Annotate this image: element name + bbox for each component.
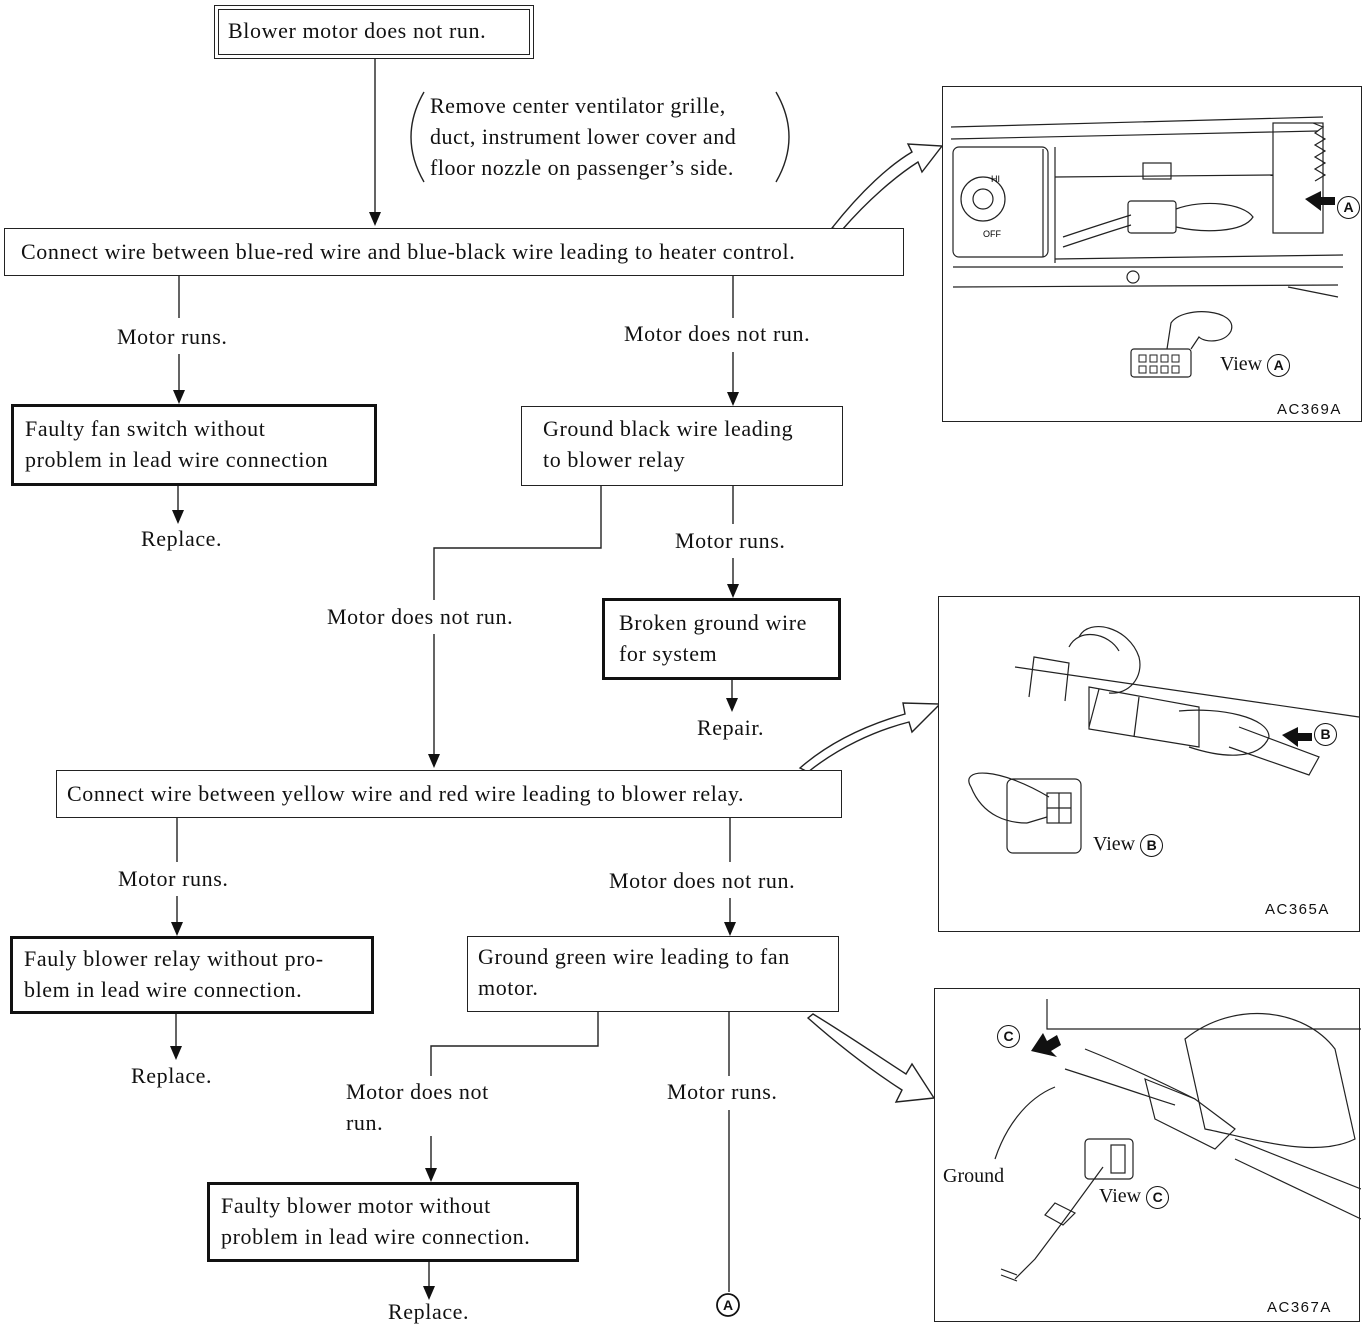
step3-runs-label: Motor runs. xyxy=(118,866,229,891)
step4-not-run-label: Motor does not run. xyxy=(346,1076,489,1138)
replace-label-1: Replace. xyxy=(141,526,223,551)
figure-ac365a: B View B AC365A xyxy=(938,596,1360,932)
ground-wire-line-2: for system xyxy=(619,641,718,666)
pointer-a-letter: A xyxy=(1337,196,1360,219)
fan-switch-line-1: Faulty fan switch without xyxy=(25,416,266,441)
ground-label: Ground xyxy=(943,1165,1005,1187)
step2-box: Ground black wire leading to blower rela… xyxy=(521,406,843,486)
blower-motor-line-1: Faulty blower motor without xyxy=(221,1193,491,1218)
step2-line-1: Ground black wire leading xyxy=(543,416,794,441)
connector-a-label: A xyxy=(722,1297,734,1313)
removal-note: Remove center ventilator grille, duct, i… xyxy=(430,90,736,183)
step4-runs-label: Motor runs. xyxy=(667,1079,778,1104)
blower-relay-result-box: Fauly blower relay without pro- blem in … xyxy=(10,936,374,1014)
ground-wire-line-1: Broken ground wire xyxy=(619,610,807,635)
view-b-word: View xyxy=(1093,833,1136,855)
ground-wire-result-box: Broken ground wire for system xyxy=(602,598,841,680)
step4-box: Ground green wire leading to fan motor. xyxy=(467,936,839,1012)
view-b-letter: B xyxy=(1140,833,1164,857)
step4-line-2: motor. xyxy=(478,975,539,1000)
fan-switch-result-box: Faulty fan switch without problem in lea… xyxy=(11,404,377,486)
pointer-a: A xyxy=(1337,196,1360,219)
switch-off-text: OFF xyxy=(983,229,1001,239)
view-a-label: View A xyxy=(1220,353,1291,377)
figure-code-ac365a: AC365A xyxy=(1265,901,1330,918)
figure-code-ac369a: AC369A xyxy=(1277,401,1342,418)
step2-line-2: to blower relay xyxy=(543,447,686,472)
note-line-3: floor nozzle on passenger’s side. xyxy=(430,155,734,180)
fan-switch-line-2: problem in lead wire connection xyxy=(25,447,329,472)
view-c-word: View xyxy=(1099,1185,1142,1207)
view-c-letter: C xyxy=(1146,1185,1170,1209)
step4-not-run-line-1: Motor does not xyxy=(346,1079,489,1104)
blower-relay-line-2: blem in lead wire connection. xyxy=(24,977,303,1002)
step2-runs-label: Motor runs. xyxy=(675,528,786,553)
step1-runs-label: Motor runs. xyxy=(117,324,228,349)
note-line-2: duct, instrument lower cover and xyxy=(430,124,737,149)
blower-relay-illustration xyxy=(968,626,1360,854)
switch-hi-text: HI xyxy=(991,174,1000,184)
blower-motor-line-2: problem in lead wire connection. xyxy=(221,1224,531,1249)
figure-code-ac367a: AC367A xyxy=(1267,1299,1332,1316)
replace-label-3: Replace. xyxy=(388,1299,470,1324)
blower-motor-result-box: Faulty blower motor without problem in l… xyxy=(207,1182,579,1262)
step4-not-run-line-2: run. xyxy=(346,1110,384,1135)
replace-label-2: Replace. xyxy=(131,1063,213,1088)
view-a-letter: A xyxy=(1267,353,1291,377)
step3-box: Connect wire between yellow wire and red… xyxy=(56,770,842,818)
start-box: Blower motor does not run. xyxy=(214,5,534,59)
pointer-c: C xyxy=(997,1025,1020,1048)
pointer-c-letter: C xyxy=(997,1025,1020,1048)
note-line-1: Remove center ventilator grille, xyxy=(430,93,726,118)
heater-control-illustration: HI OFF xyxy=(950,116,1344,378)
fan-motor-illustration xyxy=(994,999,1361,1282)
view-b-label: View B xyxy=(1093,833,1164,857)
step1-not-run-label: Motor does not run. xyxy=(624,321,811,346)
pointer-b-letter: B xyxy=(1314,723,1337,746)
figure-ac369a: HI OFF A View A AC369A xyxy=(942,86,1362,422)
step3-not-run-label: Motor does not run. xyxy=(609,868,796,893)
step1-box: Connect wire between blue-red wire and b… xyxy=(4,228,904,276)
pointer-b: B xyxy=(1314,723,1337,746)
step2-not-run-label: Motor does not run. xyxy=(327,604,514,629)
step4-line-1: Ground green wire leading to fan xyxy=(478,944,790,969)
repair-label: Repair. xyxy=(697,715,765,740)
view-c-label: View C xyxy=(1099,1185,1170,1209)
view-a-word: View xyxy=(1220,353,1263,375)
blower-relay-line-1: Fauly blower relay without pro- xyxy=(24,946,324,971)
figure-ac367a: C Ground View C AC367A xyxy=(934,988,1361,1322)
